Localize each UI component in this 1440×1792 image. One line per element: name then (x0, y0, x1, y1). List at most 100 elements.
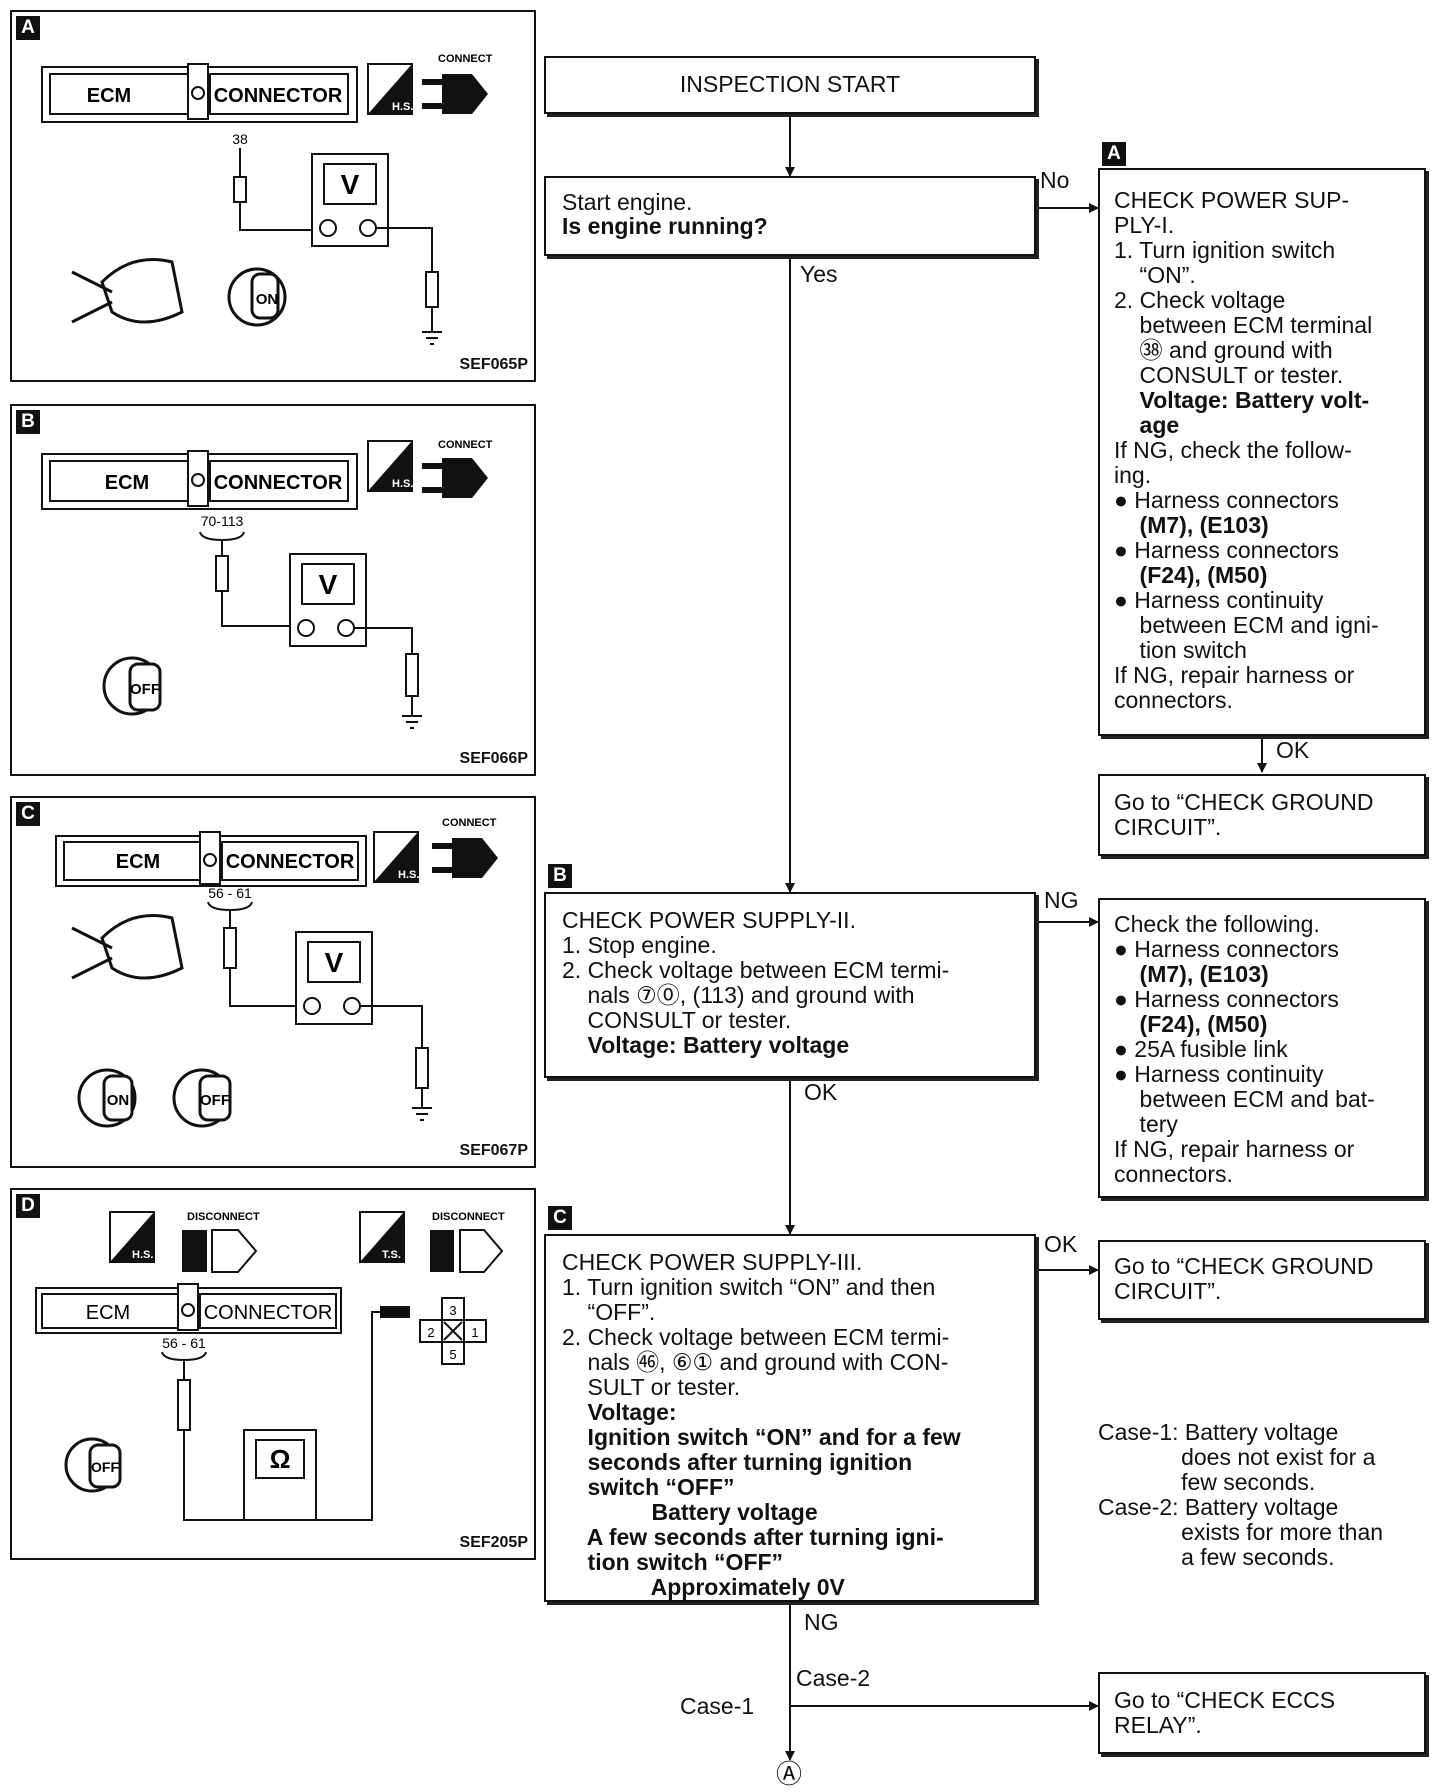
box-a-line-1: CHECK POWER SUP- (1114, 187, 1350, 213)
box-b-ng-line-1: Check the following. (1114, 911, 1320, 937)
box-a-line-6: between ECM terminal (1114, 312, 1373, 338)
box-inspection-start: INSPECTION START (544, 56, 1036, 114)
label-no: No (1040, 167, 1070, 193)
panel-a-ecm-label: ECM (87, 85, 131, 107)
goto-eccs-line-2: RELAY”. (1114, 1712, 1202, 1738)
step1-line-2: Is engine running? (562, 213, 768, 239)
box-a-line-7: ㊳ and ground with (1114, 337, 1333, 363)
panel-d-mode-label: DISCONNECT (187, 1211, 260, 1223)
box-b-ng-line-3: (M7), (E103) (1114, 961, 1269, 987)
case-note-line-3: few seconds. (1098, 1469, 1316, 1495)
box-a-line-9: Voltage: Battery volt- (1114, 387, 1370, 413)
box-c-line-12: A few seconds after turning igni- (562, 1524, 944, 1550)
panel-d-key-label: OFF (91, 1459, 119, 1475)
relay-pin-1: 1 (471, 1325, 478, 1340)
goto-ground2-line-2: CIRCUIT”. (1114, 1278, 1222, 1304)
panel-d-code: SEF205P (459, 1534, 528, 1551)
panel-d-ecm-label: ECM (86, 1302, 130, 1324)
box-a-line-21: connectors. (1114, 687, 1233, 713)
box-b-line-3: 2. Check voltage between ECM termi- (562, 957, 950, 983)
box-b-ng-line-5: (F24), (M50) (1114, 1011, 1268, 1037)
panel-a-pin-label: 38 (232, 131, 248, 147)
flow-tag-a: A (1102, 142, 1126, 166)
panel-tag-c: C (16, 802, 40, 826)
box-a-line-16: (F24), (M50) (1114, 562, 1268, 588)
box-b-line-6: Voltage: Battery voltage (562, 1032, 850, 1058)
panel-c-pin-label: 56 - 61 (208, 885, 252, 901)
label-case-1: Case-1 (680, 1693, 755, 1719)
box-check-following: Check the following. ● Harness connector… (1098, 898, 1426, 1198)
box-a-line-8: CONSULT or tester. (1114, 362, 1344, 388)
box-c-line-4: 2. Check voltage between ECM termi- (562, 1324, 950, 1350)
panel-c-hs-label: H.S. (398, 869, 419, 881)
panel-c-code: SEF067P (459, 1142, 528, 1159)
panel-a-hs-label: H.S. (392, 101, 413, 113)
label-box-a-ok: OK (1276, 737, 1310, 763)
box-c-line-7: Voltage: (562, 1399, 677, 1425)
relay-pin-2: 2 (427, 1325, 434, 1340)
box-b-line-5: CONSULT or tester. (562, 1007, 792, 1033)
terminal-a-symbol: Ⓐ (776, 1759, 803, 1789)
box-a-line-12: ing. (1114, 462, 1152, 488)
box-b-ng-line-7: ● Harness continuity (1114, 1061, 1324, 1087)
box-a-line-14: (M7), (E103) (1114, 512, 1269, 538)
box-a-line-11: If NG, check the follow- (1114, 437, 1352, 463)
goto-ground1-line-1: Go to “CHECK GROUND (1114, 789, 1374, 815)
box-b-ng-line-10: If NG, repair harness or (1114, 1136, 1355, 1162)
box-c-line-5: nals ㊻, ⑥① and ground with CON- (562, 1349, 949, 1375)
step1-line-1: Start engine. (562, 189, 693, 215)
case-note-line-4: Case-2: Battery voltage (1098, 1494, 1339, 1520)
case-note-line-1: Case-1: Battery voltage (1098, 1419, 1339, 1445)
box-b-ng-line-11: connectors. (1114, 1161, 1233, 1187)
flow-tag-c: C (548, 1206, 572, 1230)
label-case-2: Case-2 (796, 1665, 871, 1691)
box-goto-check-ground-1: Go to “CHECK GROUND CIRCUIT”. (1098, 774, 1426, 856)
box-c-line-14: Approximately 0V (562, 1574, 845, 1600)
goto-eccs-line-1: Go to “CHECK ECCS (1114, 1687, 1336, 1713)
box-b-ng-line-9: tery (1114, 1111, 1178, 1137)
box-b-ng-line-6: ● 25A fusible link (1114, 1036, 1288, 1062)
box-b-line-4: nals ⑦⓪, (113) and ground with (562, 982, 915, 1008)
label-box-c-ok: OK (1044, 1231, 1078, 1257)
box-a-line-17: ● Harness continuity (1114, 587, 1324, 613)
panel-c-meter-symbol: V (325, 947, 344, 978)
box-c-line-6: SULT or tester. (562, 1374, 741, 1400)
case-note-line-2: does not exist for a (1098, 1444, 1376, 1470)
case-note-line-5: exists for more than (1098, 1519, 1384, 1545)
box-b-ng-line-8: between ECM and bat- (1114, 1086, 1375, 1112)
box-c-line-3: “OFF”. (562, 1299, 656, 1325)
panel-a-connector-label: CONNECTOR (214, 85, 343, 107)
case-note-line-6: a few seconds. (1098, 1544, 1335, 1570)
relay-pin-3: 3 (449, 1303, 456, 1318)
box-c-line-1: CHECK POWER SUPPLY-III. (562, 1249, 863, 1275)
panel-a-key-label: ON (256, 291, 279, 308)
box-a-line-19: tion switch (1114, 637, 1247, 663)
illustration-panel-a: A ECM CONNECTOR 38 V H.S. CONNECT (10, 10, 536, 382)
box-a-line-20: If NG, repair harness or (1114, 662, 1355, 688)
panel-tag-b: B (16, 410, 40, 434)
relay-pin-5: 5 (449, 1347, 456, 1362)
panel-d-hs-label: H.S. (132, 1249, 153, 1261)
panel-c-key-off-label: OFF (200, 1092, 230, 1109)
panel-b-connector-label: CONNECTOR (214, 472, 343, 494)
panel-b-pin-label: 70-113 (201, 513, 244, 529)
panel-b-meter-symbol: V (319, 569, 338, 600)
box-a-line-13: ● Harness connectors (1114, 487, 1339, 513)
box-check-power-supply-3: CHECK POWER SUPPLY-III. 1. Turn ignition… (544, 1234, 1036, 1602)
box-b-line-1: CHECK POWER SUPPLY-II. (562, 907, 856, 933)
illustration-panel-d: D H.S. DISCONNECT T.S. DISCONNECT ECM CO… (10, 1188, 536, 1560)
box-b-line-2: 1. Stop engine. (562, 932, 717, 958)
goto-ground1-line-2: CIRCUIT”. (1114, 814, 1222, 840)
panel-b-ecm-label: ECM (105, 472, 149, 494)
label-yes: Yes (800, 261, 838, 287)
box-a-line-15: ● Harness connectors (1114, 537, 1339, 563)
panel-d-drawing: H.S. DISCONNECT T.S. DISCONNECT ECM CONN… (35, 1211, 505, 1521)
box-goto-check-ground-2: Go to “CHECK GROUND CIRCUIT”. (1098, 1240, 1426, 1320)
box-goto-check-eccs-relay: Go to “CHECK ECCS RELAY”. (1098, 1672, 1426, 1754)
box-a-line-10: age (1114, 412, 1180, 438)
box-b-ng-line-4: ● Harness connectors (1114, 986, 1339, 1012)
label-box-b-ng: NG (1044, 887, 1079, 913)
panel-a-code: SEF065P (459, 356, 528, 373)
box-c-line-13: tion switch “OFF” (562, 1549, 784, 1575)
